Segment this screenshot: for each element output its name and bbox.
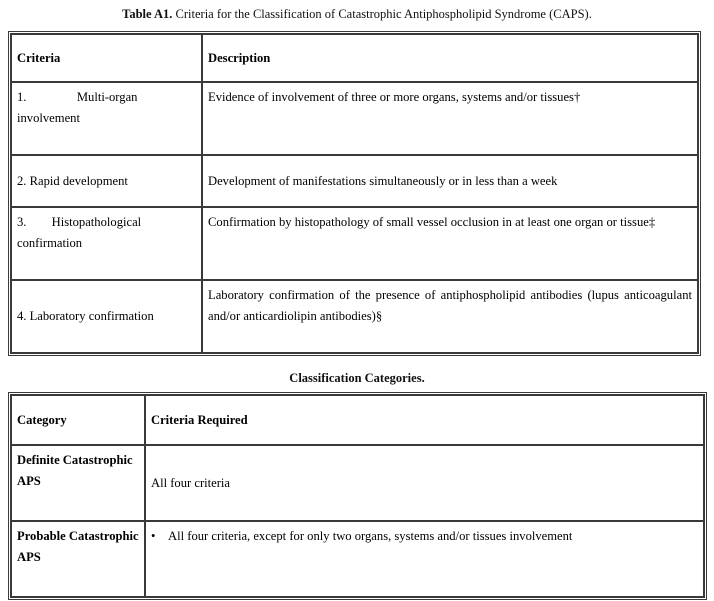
criteria-cell-1: 1. Multi-organ involvement xyxy=(11,82,202,155)
header-cell-criteria: Criteria xyxy=(11,34,202,82)
criteria-cell-4: 4. Laboratory confirmation xyxy=(11,280,202,353)
header-cell-criteria-required: Criteria Required xyxy=(145,395,704,445)
table2-caption: Classification Categories. xyxy=(0,371,714,385)
header-cell-description: Description xyxy=(202,34,698,82)
table-row: 1. Multi-organ involvement Evidence of i… xyxy=(11,82,698,155)
table-header-row: Category Criteria Required xyxy=(11,395,704,445)
categories-table: Category Criteria Required Definite Cata… xyxy=(8,392,707,600)
criteria-required-cell-1: All four criteria xyxy=(145,445,704,521)
category-cell-2: Probable Catastrophic APS xyxy=(11,521,145,597)
table-row: Definite Catastrophic APS All four crite… xyxy=(11,445,704,521)
table-row: Probable Catastrophic APS • All four cri… xyxy=(11,521,704,597)
table1-caption: Table A1. Criteria for the Classificatio… xyxy=(0,7,714,21)
description-cell-1: Evidence of involvement of three or more… xyxy=(202,82,698,155)
header-cell-category: Category xyxy=(11,395,145,445)
table-row: 4. Laboratory confirmation Laboratory co… xyxy=(11,280,698,353)
table1-caption-label: Table A1. xyxy=(122,7,173,21)
description-cell-4: Laboratory confirmation of the presence … xyxy=(202,280,698,353)
table-header-row: Criteria Description xyxy=(11,34,698,82)
criteria-cell-2: 2. Rapid development xyxy=(11,155,202,207)
category-cell-1: Definite Catastrophic APS xyxy=(11,445,145,521)
criteria-required-cell-2: • All four criteria, except for only two… xyxy=(145,521,704,597)
description-cell-2: Development of manifestations simultaneo… xyxy=(202,155,698,207)
description-cell-3: Confirmation by histopathology of small … xyxy=(202,207,698,280)
criteria-table: Criteria Description 1. Multi-organ invo… xyxy=(8,31,701,356)
table-row: 3. Histopathological confirmation Confir… xyxy=(11,207,698,280)
table2-caption-text: Classification Categories. xyxy=(289,371,425,385)
table-row: 2. Rapid development Development of mani… xyxy=(11,155,698,207)
table1-caption-text: Criteria for the Classification of Catas… xyxy=(172,7,592,21)
criteria-cell-3: 3. Histopathological confirmation xyxy=(11,207,202,280)
